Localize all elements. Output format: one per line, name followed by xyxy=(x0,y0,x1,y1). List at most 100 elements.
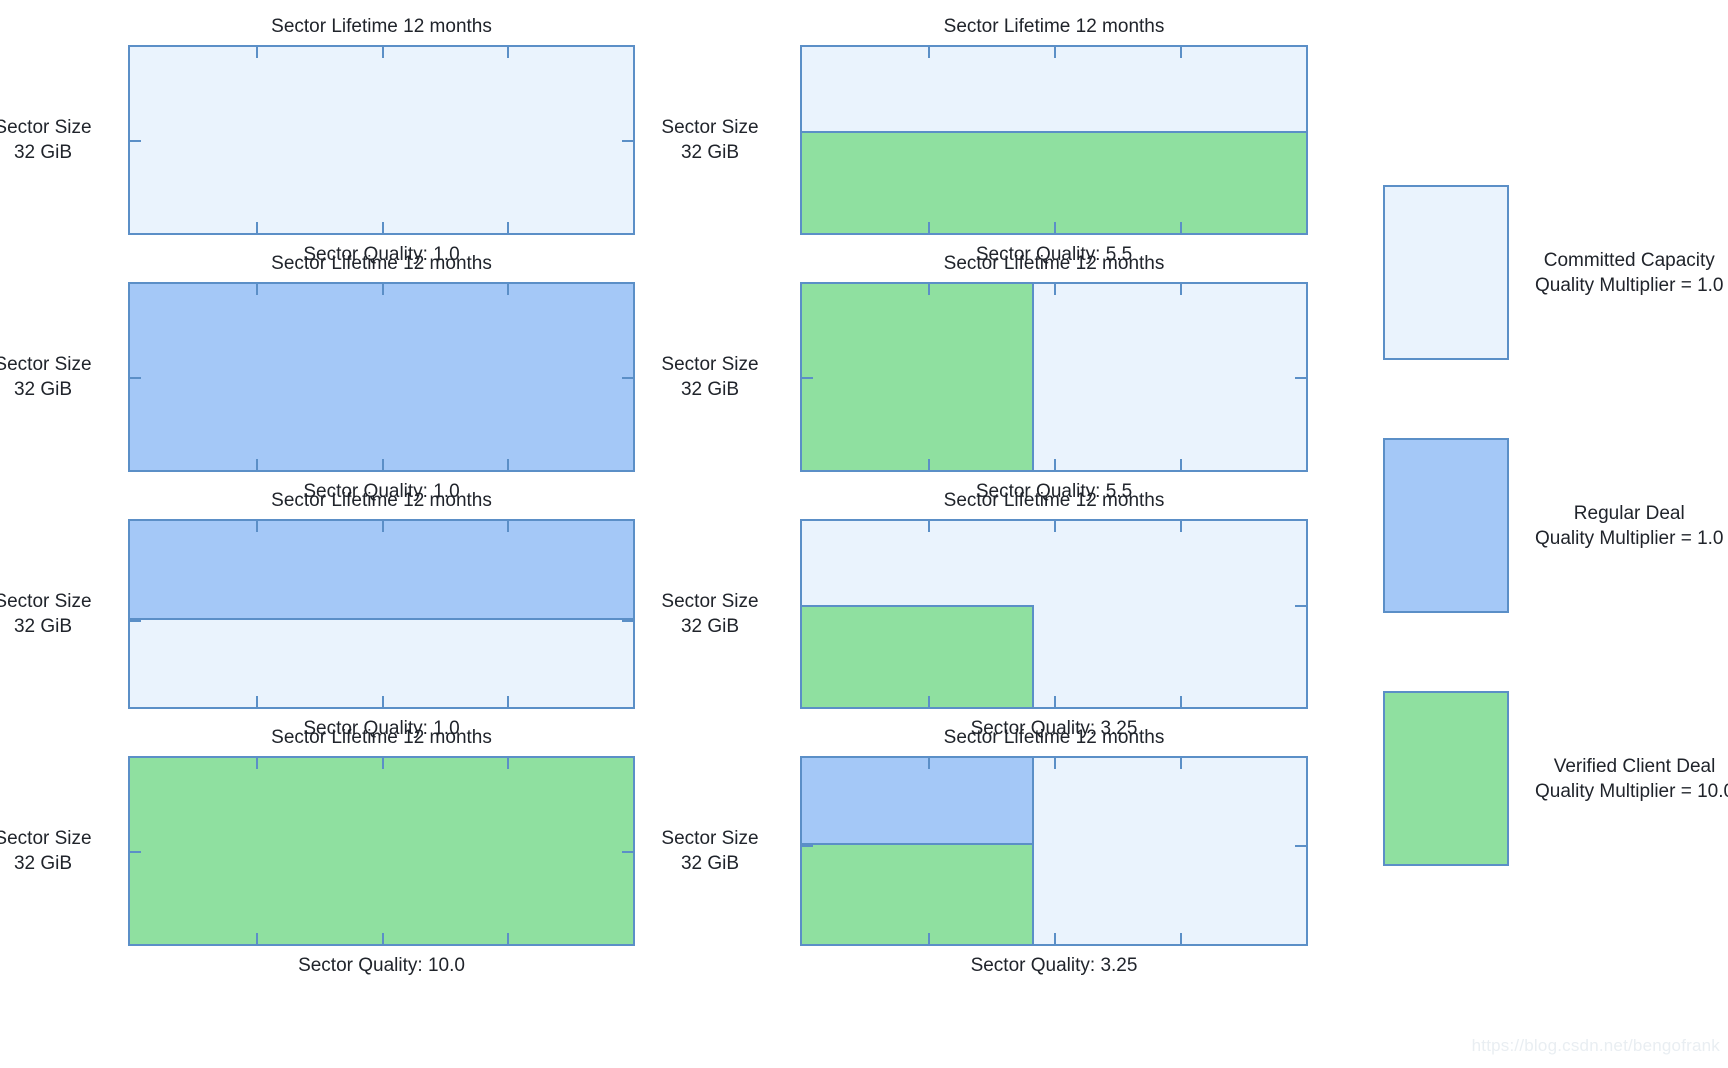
panel-quality-label: Sector Quality: 3.25 xyxy=(970,718,1138,739)
tick-top-50 xyxy=(381,521,384,532)
panel-side-label-line2: 32 GiB xyxy=(680,142,740,163)
tick-bottom-50 xyxy=(1054,933,1056,944)
tick-top-25 xyxy=(255,758,258,769)
sector-box xyxy=(800,756,1308,946)
tick-bottom-25 xyxy=(928,696,930,707)
tick-right-50 xyxy=(622,851,633,853)
panel-side-label: Sector Size 32 GiB xyxy=(635,115,785,165)
tick-right-50 xyxy=(1295,130,1306,133)
panel-side-label-line1: Sector Size xyxy=(0,591,92,612)
region-verified-client-deal xyxy=(802,604,1034,707)
tick-bottom-75 xyxy=(507,222,510,233)
panel-quality-label: Sector Quality: 5.5 xyxy=(975,481,1133,502)
region-verified-client-deal xyxy=(802,845,1034,944)
tick-bottom-75 xyxy=(1180,222,1182,233)
tick-bottom-25 xyxy=(255,696,258,707)
panel-title: Sector Lifetime 12 months xyxy=(271,16,492,37)
tick-bottom-50 xyxy=(381,696,384,707)
sector-box xyxy=(800,282,1308,472)
panel-side-label-line1: Sector Size xyxy=(0,354,92,375)
panel-side-label-line2: 32 GiB xyxy=(680,853,740,874)
sector-box xyxy=(128,519,635,709)
region-regular-deal xyxy=(130,521,633,620)
legend: Committed Capacity Quality Multiplier = … xyxy=(1383,185,1728,875)
legend-item-verified-client-deal: Verified Client Deal Quality Multiplier … xyxy=(1383,691,1728,866)
tick-left-50 xyxy=(130,851,141,853)
tick-bottom-75 xyxy=(1180,459,1182,470)
tick-left-50 xyxy=(802,130,813,133)
tick-top-75 xyxy=(1180,758,1182,769)
tick-bottom-25 xyxy=(928,222,930,233)
tick-bottom-25 xyxy=(928,933,930,944)
region-verified-client-deal xyxy=(802,130,1306,233)
tick-right-50 xyxy=(1295,845,1306,848)
sector-panel-r1c1: Sector Lifetime 12 months Sector Size 32… xyxy=(0,16,635,265)
sector-panel-r4c2: Sector Lifetime 12 months Sector Size 32… xyxy=(661,727,1308,976)
panel-side-label-line1: Sector Size xyxy=(661,117,759,138)
tick-bottom-75 xyxy=(1180,933,1182,944)
tick-top-25 xyxy=(928,284,930,295)
panel-title: Sector Lifetime 12 months xyxy=(943,253,1165,274)
panel-side-label-line1: Sector Size xyxy=(661,591,759,612)
tick-left-50 xyxy=(802,604,813,607)
sector-panel-r3c2: Sector Lifetime 12 months Sector Size 32… xyxy=(661,490,1308,739)
sector-box xyxy=(800,519,1308,709)
tick-top-25 xyxy=(928,47,930,58)
tick-left-50 xyxy=(802,377,813,379)
panel-side-label: Sector Size 32 GiB xyxy=(635,589,785,639)
tick-bottom-50 xyxy=(381,933,384,944)
tick-bottom-25 xyxy=(255,459,258,470)
tick-bottom-50 xyxy=(1054,459,1056,470)
tick-top-50 xyxy=(1054,521,1056,532)
panel-title: Sector Lifetime 12 months xyxy=(943,16,1165,37)
legend-label-line2: Quality Multiplier = 1.0 xyxy=(1535,527,1724,549)
panel-side-label-line1: Sector Size xyxy=(0,117,92,138)
panel-side-label-line2: 32 GiB xyxy=(680,379,740,400)
legend-label-line2: Quality Multiplier = 1.0 xyxy=(1535,274,1724,296)
sector-panel-r4c1: Sector Lifetime 12 months Sector Size 32… xyxy=(0,727,635,976)
tick-top-50 xyxy=(1054,284,1056,295)
panel-side-label-line1: Sector Size xyxy=(661,828,759,849)
panel-quality-label: Sector Quality: 10.0 xyxy=(298,955,465,976)
panel-side-label-line2: 32 GiB xyxy=(13,616,73,637)
panel-title: Sector Lifetime 12 months xyxy=(271,253,492,274)
tick-left-50 xyxy=(130,140,141,142)
tick-top-75 xyxy=(507,284,510,295)
panel-side-label-line2: 32 GiB xyxy=(13,853,73,874)
tick-top-75 xyxy=(1180,521,1182,532)
tick-right-50 xyxy=(622,619,633,622)
tick-top-25 xyxy=(928,758,930,769)
panel-title: Sector Lifetime 12 months xyxy=(271,490,492,511)
panel-side-label-line1: Sector Size xyxy=(661,354,759,375)
legend-label-verified-client-deal: Verified Client Deal Quality Multiplier … xyxy=(1535,754,1728,804)
legend-label-line2: Quality Multiplier = 10.0 xyxy=(1535,780,1728,802)
sector-panel-r1c2: Sector Lifetime 12 months Sector Size 32… xyxy=(661,16,1308,265)
tick-left-50 xyxy=(130,619,141,622)
legend-swatch-regular-deal xyxy=(1383,438,1509,613)
tick-top-25 xyxy=(255,284,258,295)
tick-top-50 xyxy=(381,47,384,58)
sector-box xyxy=(128,45,635,235)
tick-bottom-50 xyxy=(1054,696,1056,707)
legend-item-regular-deal: Regular Deal Quality Multiplier = 1.0 xyxy=(1383,438,1724,613)
tick-top-25 xyxy=(255,47,258,58)
panel-side-label-line2: 32 GiB xyxy=(680,616,740,637)
legend-swatch-verified-client-deal xyxy=(1383,691,1509,866)
panel-side-label-line1: Sector Size xyxy=(0,828,92,849)
panel-side-label: Sector Size 32 GiB xyxy=(635,352,785,402)
panel-title: Sector Lifetime 12 months xyxy=(943,727,1165,748)
panel-side-label: Sector Size 32 GiB xyxy=(635,826,785,876)
panel-quality-label: Sector Quality: 5.5 xyxy=(975,244,1133,265)
legend-label-line1: Committed Capacity xyxy=(1543,249,1715,271)
panel-title: Sector Lifetime 12 months xyxy=(943,490,1165,511)
sector-box xyxy=(128,282,635,472)
tick-bottom-25 xyxy=(928,459,930,470)
legend-swatch-committed-capacity xyxy=(1383,185,1509,360)
watermark: https://blog.csdn.net/bengofrank xyxy=(1471,1036,1720,1055)
tick-top-75 xyxy=(507,758,510,769)
legend-label-committed-capacity: Committed Capacity Quality Multiplier = … xyxy=(1535,248,1724,298)
tick-bottom-50 xyxy=(1054,222,1056,233)
tick-top-25 xyxy=(928,521,930,532)
tick-right-50 xyxy=(1295,604,1306,607)
